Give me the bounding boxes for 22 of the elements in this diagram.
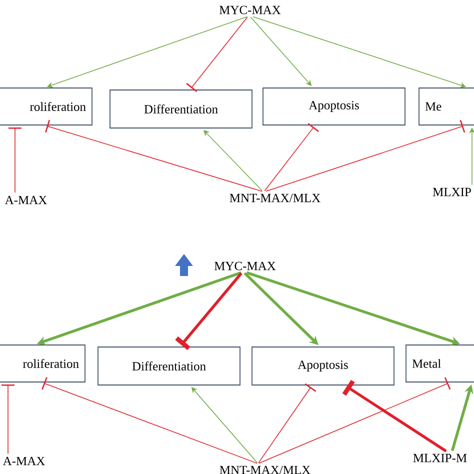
inhibition-line (258, 377, 451, 464)
protein-label: MLXIP-M (413, 454, 467, 462)
protein-label: MYC-MAX (219, 6, 281, 14)
protein-label: MNT-MAX/MLX (220, 466, 310, 474)
process-box: roliferation (0, 88, 92, 126)
protein-label: MYC-MAX (214, 262, 276, 270)
process-box: Apoptosis (252, 346, 394, 386)
inhibition-line (8, 127, 22, 194)
protein-label: MNT-MAX/MLX (230, 194, 320, 202)
process-box: roliferation (0, 344, 86, 382)
process-box: Me (418, 88, 474, 126)
inhibition-line (2, 384, 14, 454)
inhibition-line (42, 377, 258, 464)
protein-label: MLXIP (432, 188, 471, 196)
inhibition-line (264, 123, 319, 192)
inhibition-line (45, 120, 262, 192)
process-box: Differentiation (110, 90, 252, 128)
process-box: Apoptosis (262, 88, 406, 126)
process-box: Metal (406, 344, 474, 382)
protein-label: A-MAX (4, 196, 47, 204)
process-box: Differentiation (98, 346, 240, 386)
protein-label: A-MAX (2, 456, 45, 466)
